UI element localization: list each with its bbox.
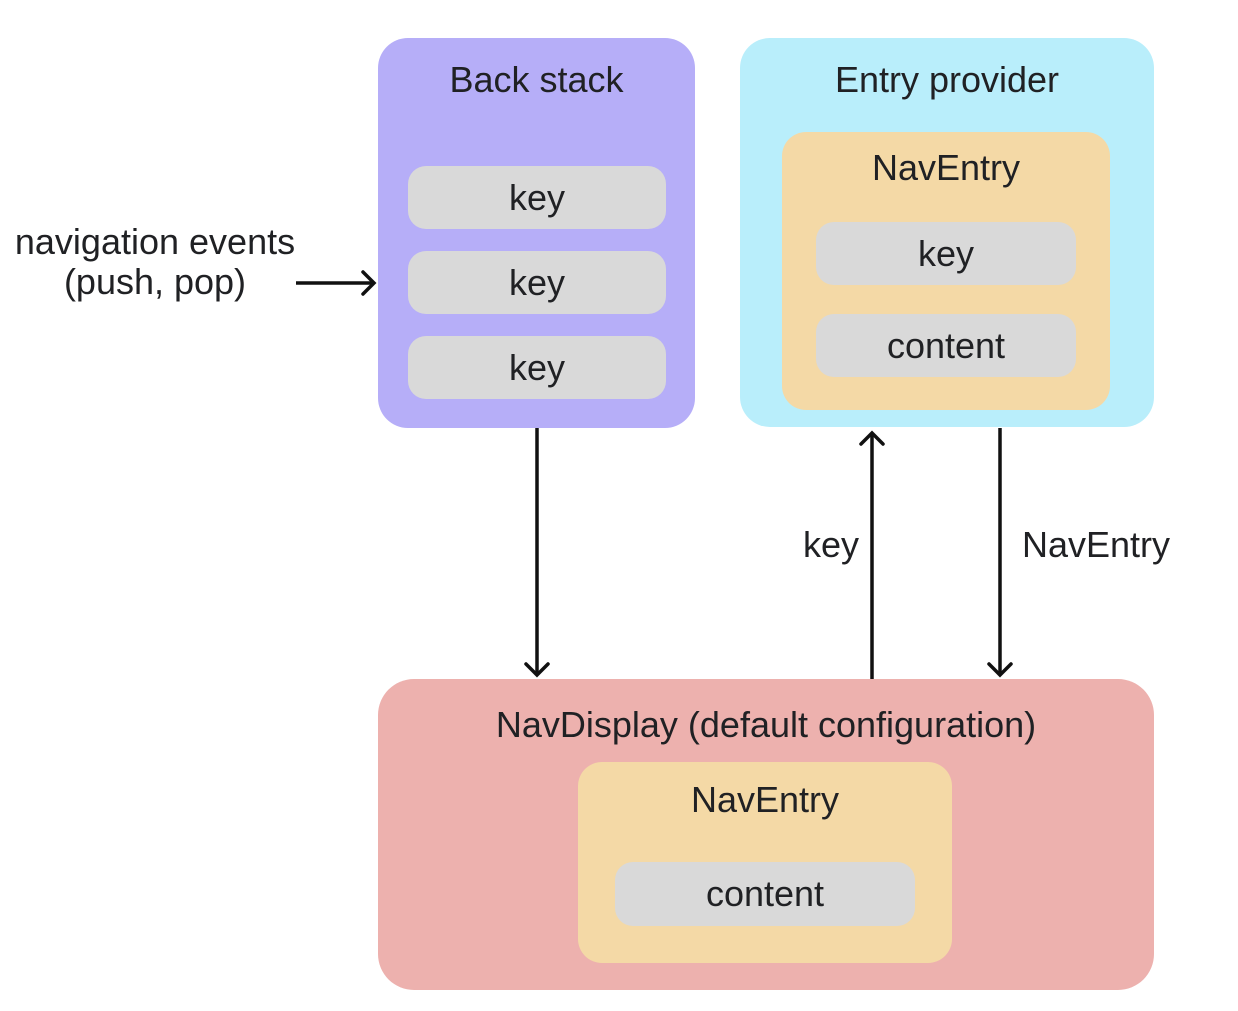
- naventry-arrow-label: NavEntry: [1022, 524, 1171, 565]
- nav-display-box: NavDisplay (default configuration) NavEn…: [378, 679, 1154, 990]
- navigation-events-line2: (push, pop): [63, 261, 247, 302]
- navigation-events-line1: navigation events: [14, 221, 296, 262]
- nav-entry-box: NavEntry key content: [782, 132, 1110, 410]
- key-pill: key: [408, 336, 666, 399]
- entry-provider-box: Entry provider NavEntry key content: [740, 38, 1154, 427]
- entry-provider-title: Entry provider: [834, 59, 1060, 100]
- key-arrow-label: key: [803, 524, 860, 565]
- back-stack-key-list: key key key: [408, 166, 666, 421]
- back-stack-title: Back stack: [449, 59, 624, 100]
- content-pill: content: [816, 314, 1076, 377]
- nav-entry-box: NavEntry content: [578, 762, 952, 963]
- nav-entry-title: NavEntry: [690, 779, 840, 820]
- key-pill: key: [408, 166, 666, 229]
- navigation-events-label: navigation events (push, pop): [5, 222, 305, 302]
- nav-display-title: NavDisplay (default configuration): [495, 704, 1037, 745]
- key-pill: key: [816, 222, 1076, 285]
- back-stack-box: Back stack key key key: [378, 38, 695, 428]
- content-pill: content: [615, 862, 915, 926]
- key-pill: key: [408, 251, 666, 314]
- nav-entry-title: NavEntry: [871, 147, 1021, 188]
